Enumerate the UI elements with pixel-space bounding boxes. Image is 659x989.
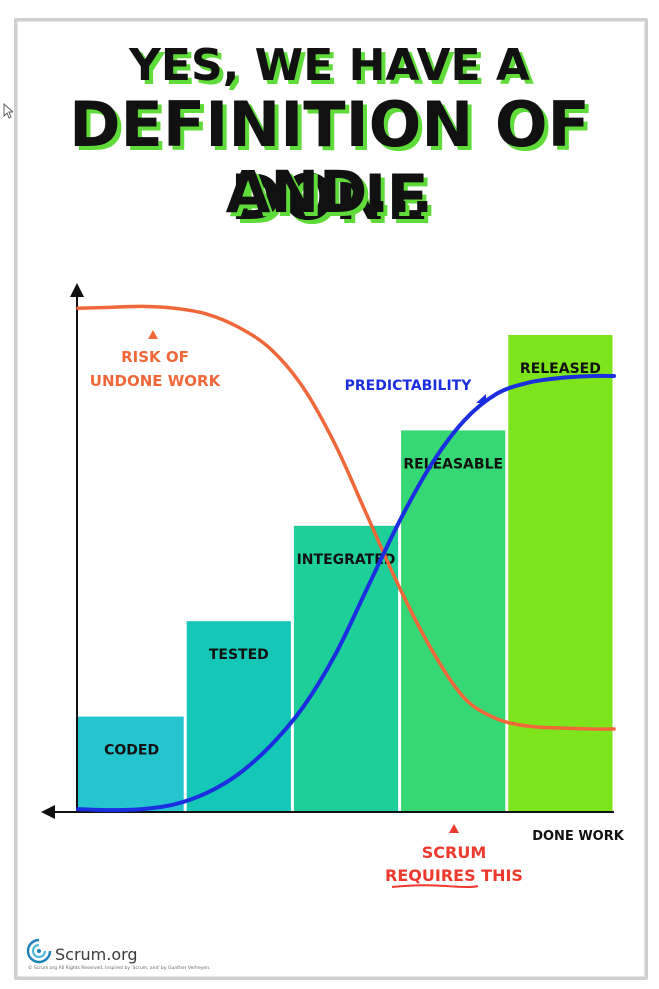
bar-label-tested: TESTED [209,647,269,663]
bar-integrated [293,525,399,812]
axes [41,283,614,819]
bar-tested [186,621,291,812]
scrum-logo-icon [26,938,52,964]
logo-text: Scrum.org [55,945,138,964]
title-line-3: AND... [225,158,434,226]
title-line-1: YES, WE HAVE A [129,40,530,91]
title-line-2: DEFINITION OF DONE [69,88,590,234]
mouse-cursor-icon [3,103,13,119]
lines-layer [76,304,616,813]
bar-label-released: RELEASED [520,361,601,377]
risk-label-line-2: UNDONE WORK [90,372,222,390]
bar-coded [78,716,184,812]
scrum-pointer-icon [449,824,459,833]
scrum-label-line-1: SCRUM [422,843,487,862]
risk-pointer-icon [148,330,158,339]
scrum-underline [391,884,479,888]
bar-label-releasable: RELEASABLE [403,456,503,472]
risk-label-line-1: RISK OF [121,348,189,366]
scrum-label-line-2: REQUIRES THIS [385,866,523,885]
bars-layer: CODED TESTED INTEGRATED RELEASABLE RELEASED [78,335,613,812]
predictability-pointer-icon [476,394,486,403]
line-predictability [76,373,616,813]
line-risk-of-undone-work [76,304,616,731]
bar-label-integrated: INTEGRATED [297,552,396,568]
bar-label-coded: CODED [104,743,159,759]
bar-releasable [401,430,506,812]
x-axis-label: DONE WORK [532,829,625,844]
copyright-text: © Scrum.org All Rights Reserved. Inspire… [28,966,211,971]
predictability-label: PREDICTABILITY [345,378,473,394]
bar-released [508,335,613,812]
